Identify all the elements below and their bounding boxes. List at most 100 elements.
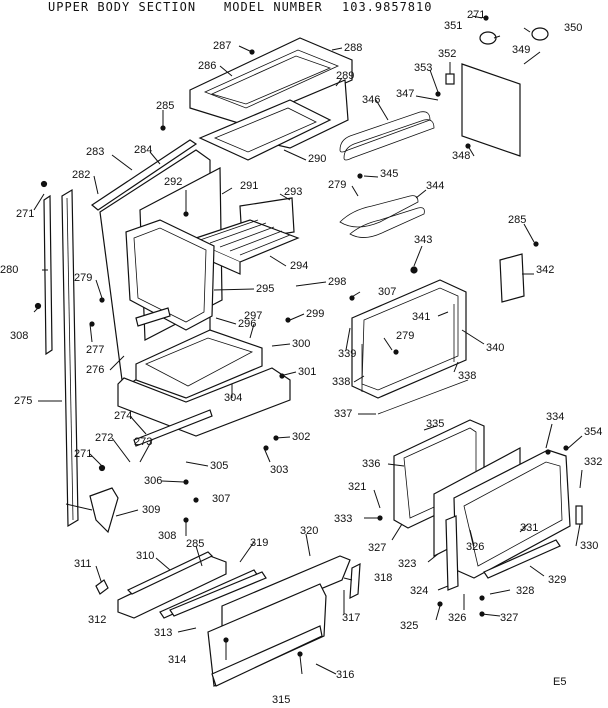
back-panel-349 xyxy=(461,63,521,157)
part-label-338: 338 xyxy=(332,376,351,388)
part-label-324: 324 xyxy=(410,585,429,597)
part-label-337: 337 xyxy=(334,408,353,420)
part-label-282: 282 xyxy=(72,169,91,181)
fitting-352 xyxy=(445,73,455,85)
part-label-347: 347 xyxy=(396,88,415,100)
glass-tray-297 xyxy=(135,329,263,399)
part-label-336: 336 xyxy=(362,458,381,470)
part-label-314: 314 xyxy=(168,654,187,666)
part-label-308: 308 xyxy=(158,530,177,542)
part-label-285: 285 xyxy=(186,538,205,550)
part-label-354: 354 xyxy=(584,426,603,438)
part-label-353: 353 xyxy=(414,62,433,74)
part-label-295: 295 xyxy=(256,283,275,295)
part-label-303: 303 xyxy=(270,464,289,476)
part-label-274: 274 xyxy=(114,410,133,422)
part-label-298: 298 xyxy=(328,276,347,288)
part-label-297: 297 xyxy=(244,310,263,322)
part-label-280: 280 xyxy=(0,264,19,276)
part-label-341: 341 xyxy=(412,311,431,323)
gasket-337 xyxy=(377,379,469,415)
part-label-309: 309 xyxy=(142,504,161,516)
knob-350 xyxy=(531,27,549,41)
part-label-279: 279 xyxy=(396,330,415,342)
cooktop-286 xyxy=(189,37,353,127)
part-label-327: 327 xyxy=(368,542,387,554)
part-label-312: 312 xyxy=(88,614,107,626)
bracket-296 xyxy=(135,307,171,327)
part-label-273: 273 xyxy=(134,436,153,448)
part-label-313: 313 xyxy=(154,627,173,639)
bracket-270 xyxy=(89,487,119,534)
part-label-310: 310 xyxy=(136,550,155,562)
clip-318 xyxy=(349,562,361,600)
model-number-label: MODEL NUMBER xyxy=(224,0,323,14)
plate-342 xyxy=(499,253,525,303)
part-label-285: 285 xyxy=(508,214,527,226)
oven-panel-295 xyxy=(125,219,215,331)
part-label-328: 328 xyxy=(516,585,535,597)
part-label-285: 285 xyxy=(156,100,175,112)
rail-305 xyxy=(133,409,213,447)
part-label-317: 317 xyxy=(342,612,361,624)
corner-code: E5 xyxy=(553,676,567,688)
knob-351 xyxy=(479,31,497,45)
part-label-302: 302 xyxy=(292,431,311,443)
part-label-352: 352 xyxy=(438,48,457,60)
part-label-294: 294 xyxy=(290,260,309,272)
part-label-291: 291 xyxy=(240,180,259,192)
part-label-349: 349 xyxy=(512,44,531,56)
part-label-300: 300 xyxy=(292,338,311,350)
part-label-345: 345 xyxy=(380,168,399,180)
door-strip-324 xyxy=(445,515,459,591)
part-label-287: 287 xyxy=(213,40,232,52)
part-label-334: 334 xyxy=(546,411,565,423)
part-label-311: 311 xyxy=(74,558,92,570)
part-label-330: 330 xyxy=(580,540,599,552)
part-label-289: 289 xyxy=(336,70,355,82)
part-label-283: 283 xyxy=(86,146,105,158)
part-label-288: 288 xyxy=(344,42,363,54)
drawer-304 xyxy=(117,367,291,437)
fasteners xyxy=(34,15,569,657)
part-label-271: 271 xyxy=(467,9,486,21)
part-label-332: 332 xyxy=(584,456,603,468)
broil-element-344 xyxy=(339,195,425,238)
part-label-301: 301 xyxy=(298,366,317,378)
part-label-333: 333 xyxy=(334,513,353,525)
drip-tray-290 xyxy=(198,99,332,161)
part-label-293: 293 xyxy=(284,186,303,198)
broiler-rack-294 xyxy=(188,219,300,275)
gasket-338 xyxy=(361,304,455,392)
part-label-327: 327 xyxy=(500,612,519,624)
side-trim-280 xyxy=(43,194,53,356)
part-label-318: 318 xyxy=(374,572,393,584)
part-label-350: 350 xyxy=(564,22,583,34)
part-label-319: 319 xyxy=(250,537,269,549)
part-label-299: 299 xyxy=(306,308,325,320)
section-title: UPPER BODY SECTION xyxy=(48,0,197,14)
part-label-342: 342 xyxy=(536,264,555,276)
part-label-308: 308 xyxy=(10,330,29,342)
part-label-344: 344 xyxy=(426,180,445,192)
part-label-275: 275 xyxy=(14,395,33,407)
part-label-335: 335 xyxy=(426,418,445,430)
part-label-306: 306 xyxy=(144,475,163,487)
clip-330 xyxy=(575,505,583,525)
part-label-271: 271 xyxy=(74,448,93,460)
part-label-279: 279 xyxy=(328,179,347,191)
part-label-340: 340 xyxy=(486,342,505,354)
part-label-284: 284 xyxy=(134,144,153,156)
rail-319 xyxy=(169,571,267,617)
part-label-271: 271 xyxy=(16,208,35,220)
part-label-321: 321 xyxy=(348,481,367,493)
part-label-320: 320 xyxy=(300,525,319,537)
kick-panel-316 xyxy=(211,625,323,687)
oven-door-frame-341 xyxy=(351,279,467,399)
part-label-272: 272 xyxy=(95,432,114,444)
side-trim-275 xyxy=(61,188,79,528)
bake-element-346 xyxy=(339,111,435,161)
part-label-307: 307 xyxy=(212,493,231,505)
top-trim-283 xyxy=(90,139,198,211)
